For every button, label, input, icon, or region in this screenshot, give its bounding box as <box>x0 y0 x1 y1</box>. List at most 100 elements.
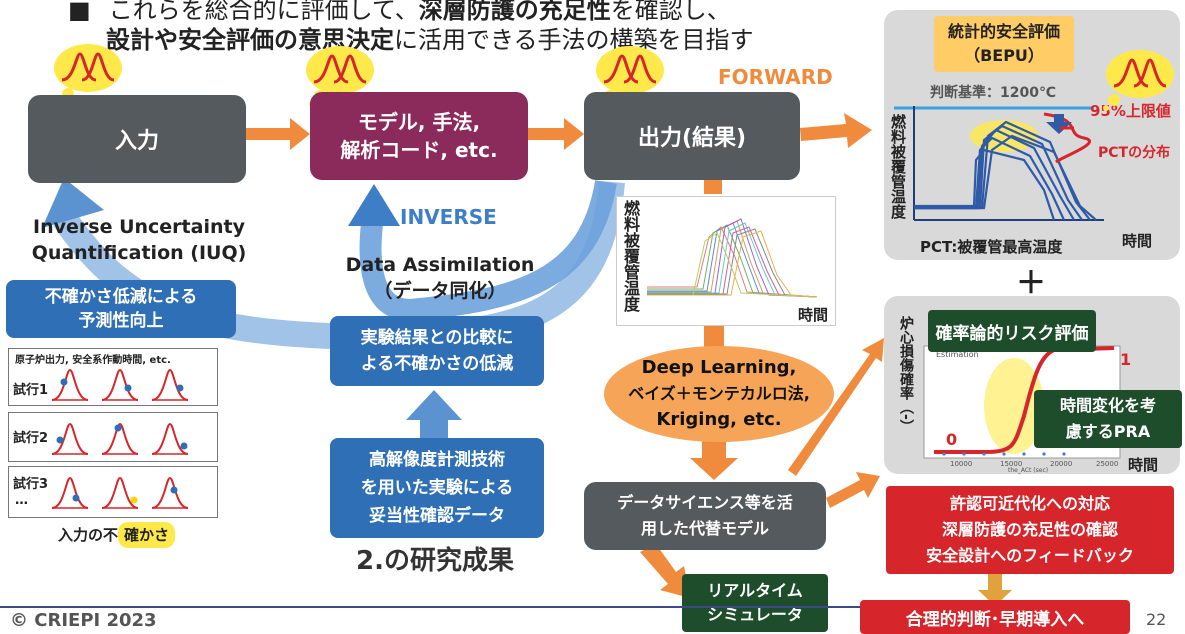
trial-row: 試行2 <box>8 412 218 462</box>
final-decision-box: 合理的判断･早期導入へ <box>860 600 1130 634</box>
data-assimilation-label: Data Assimilation （データ同化） <box>330 252 550 304</box>
pra-xtick: 20000 <box>1050 460 1073 468</box>
trials-panel: 原子炉出力, 安全系作動時間, etc. 試行1 試行2 試行3 … <box>8 348 218 518</box>
pra-one: 1 <box>1120 350 1132 369</box>
arrow-surrogate-to-outcome <box>826 472 880 508</box>
input-label: 入力 <box>114 129 159 154</box>
bepu-criterion: 判断基準：1200℃ <box>930 85 1056 101</box>
final-decision-text: 合理的判断･早期導入へ <box>905 609 1085 630</box>
uncertainty-bubble-icon <box>1103 50 1174 111</box>
pra-title: 確率論的リスク評価 <box>928 310 1096 352</box>
surrogate-line2: 用した代替モデル <box>640 519 769 538</box>
iuq-line2: Quantification (IUQ) <box>31 242 247 264</box>
pct-distribution <box>1043 112 1091 164</box>
hires-line1: 高解像度計測技術 <box>369 450 505 470</box>
pra-zero: 0 <box>946 430 958 449</box>
arrow-inverse-inner <box>359 180 617 322</box>
reduce-line2: 予測性向上 <box>78 311 164 331</box>
spaghetti-xlabel: 時間 <box>798 306 829 324</box>
pra-xtick: 10000 <box>950 460 973 468</box>
copyright: © CRIEPI 2023 <box>10 610 157 631</box>
spaghetti-ylabel: 燃料被覆管温度 <box>621 200 640 312</box>
bepu-dist-label: PCTの分布 <box>1098 145 1171 161</box>
ml-line1: Deep Learning, <box>641 357 797 378</box>
output-box: 出力(結果) <box>584 92 800 180</box>
model-box: モデル, 手法, 解析コード, etc. <box>310 92 528 180</box>
trial-label: 試行2 <box>13 431 49 446</box>
bepu-xlabel: 時間 <box>1122 232 1153 250</box>
surrogate-model-box: データサイエンス等を活 用した代替モデル <box>584 482 826 550</box>
outcomes-box: 許認可近代化への対応 深層防護の充足性の確認 安全設計へのフィードバック <box>886 486 1174 574</box>
outcome-line1: 許認可近代化への対応 <box>949 494 1110 513</box>
footer-bar <box>0 606 860 608</box>
pra-xtick: 25000 <box>1096 460 1119 468</box>
input-uncertainty-caption: 入力の不確かさ <box>58 522 176 548</box>
trial2-curves <box>51 422 189 455</box>
trial3-curves <box>51 476 189 509</box>
header-line1: ■ これらを総合的に評価して、深層防護の充足性を確認し、 <box>68 0 731 25</box>
caption-text: 入力の不 <box>58 526 119 544</box>
output-label: 出力(結果) <box>637 126 747 151</box>
pra-curve <box>934 346 1115 454</box>
bepu-pct-label: PCT:被覆管最高温度 <box>920 238 1063 256</box>
arrow-output-to-bepu <box>800 113 872 148</box>
tv-pra-line1: 時間変化を考 <box>1059 396 1156 415</box>
arrow-inverse-outer-head <box>42 178 104 228</box>
bepu-title-line2: （BEPU） <box>964 46 1044 65</box>
pra-title-text: 確率論的リスク評価 <box>935 323 1089 344</box>
bepu-ylabel: 燃料被覆管温度 <box>889 114 907 219</box>
input-box: 入力 <box>28 95 246 183</box>
bepu-chart <box>894 106 1104 221</box>
uncertainty-reduction-box: 不確かさ低減による 予測性向上 <box>6 280 236 338</box>
model-label-line1: モデル, 手法, <box>357 110 481 134</box>
caption-highlight: 確かさ <box>118 522 176 548</box>
spaghetti-lines <box>647 218 818 298</box>
outcome-line2: 深層防護の充足性の確認 <box>941 520 1118 539</box>
trial-ellipsis: … <box>15 493 28 508</box>
realtime-simulator-box: リアルタイム シミュレータ <box>682 574 828 632</box>
arrow-hires-up <box>406 390 462 438</box>
pra-legend: Estimation <box>936 350 979 359</box>
arrow-surrogate-to-realtime <box>640 544 690 598</box>
outcome-line3: 安全設計へのフィードバック <box>926 546 1134 565</box>
arrow-input-to-model <box>246 118 310 150</box>
pra-xtick: 15000 <box>1000 460 1023 468</box>
trial-row: 原子炉出力, 安全系作動時間, etc. 試行1 <box>8 348 218 406</box>
header-text: を確認し、 <box>610 0 731 24</box>
realtime-line1: リアルタイム <box>707 581 803 600</box>
bepu-upper-label: 95%上限値 <box>1090 102 1171 120</box>
iuq-line1: Inverse Uncertainty <box>33 216 245 238</box>
spaghetti-plot <box>616 196 836 326</box>
compare-line1: 実験結果との比較に <box>360 328 514 348</box>
arrow-outcome-down <box>978 574 1012 606</box>
trial-label: 試行1 <box>13 383 49 398</box>
hires-box: 高解像度計測技術 を用いた実験による 妥当性確認データ <box>330 438 544 538</box>
realtime-line2: シミュレータ <box>707 605 803 624</box>
bullet-icon: ■ <box>68 0 91 24</box>
trial-label: 試行3 <box>13 477 49 492</box>
header-bold-text: 深層防護の充足性 <box>418 0 611 24</box>
pra-xlabel: 時間 <box>1128 456 1159 474</box>
forward-label: FORWARD <box>718 65 833 89</box>
bepu-title-line1: 統計的安全評価 <box>947 22 1060 41</box>
surrogate-line1: データサイエンス等を活 <box>617 493 793 512</box>
bepu-title: 統計的安全評価 （BEPU） <box>934 16 1074 72</box>
arrow-surrogate-to-pra <box>788 338 884 476</box>
tv-pra-line2: 慮するPRA <box>1065 422 1151 441</box>
plus-sign: ＋ <box>1016 266 1046 301</box>
iuq-label: Inverse Uncertainty Quantification (IUQ) <box>8 214 270 266</box>
ml-line2: ベイズ＋モンテカルロ法, <box>628 384 810 403</box>
model-label-line2: 解析コード, etc. <box>340 138 498 162</box>
data-assimilation-line2: （データ同化） <box>373 280 507 302</box>
reduce-line1: 不確かさ低減による <box>44 287 198 307</box>
compare-line2: よる不確かさの低減 <box>360 354 514 374</box>
inverse-label: INVERSE <box>400 205 497 229</box>
hires-line3: 妥当性確認データ <box>369 506 505 526</box>
pra-ylabel: 炉心損傷確率（-） <box>898 316 914 434</box>
page-number: 22 <box>1146 610 1167 629</box>
header-text: これらを総合的に評価して、 <box>108 0 419 24</box>
ml-methods-oval: Deep Learning, ベイズ＋モンテカルロ法, Kriging, etc… <box>604 346 834 442</box>
ml-line3: Kriging, etc. <box>656 409 782 430</box>
data-assimilation-line1: Data Assimilation <box>345 254 535 276</box>
arrow-ml-to-surrogate <box>690 436 738 480</box>
